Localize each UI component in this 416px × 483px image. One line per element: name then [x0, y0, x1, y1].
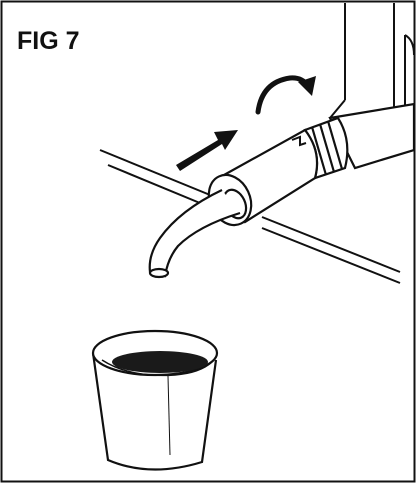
collection-cup	[91, 329, 219, 471]
figure-label: FIG 7	[17, 27, 80, 55]
drain-pipe	[148, 102, 416, 279]
liquid-surface	[112, 351, 208, 373]
push-arrow-icon	[176, 130, 238, 171]
rotate-arrow-icon	[255, 75, 316, 115]
support-rail	[99, 149, 401, 284]
machine-housing	[329, 3, 415, 119]
